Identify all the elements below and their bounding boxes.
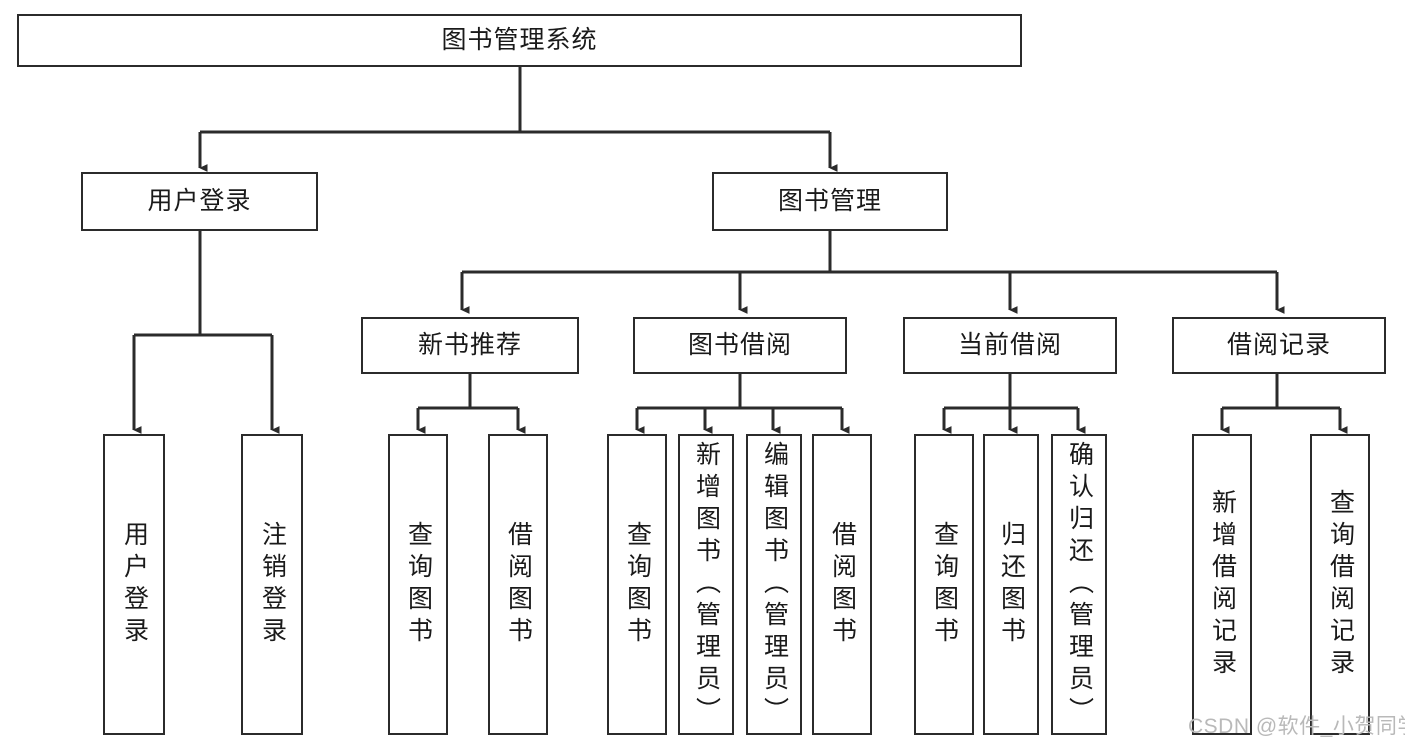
node-leaf-confirm-return-label: 确认归还（管理员）: [1065, 440, 1094, 729]
node-current-borrow[interactable]: 当前借阅: [903, 317, 1117, 374]
node-leaf-logout[interactable]: 注销登录: [241, 434, 303, 735]
node-leaf-add-book-label: 新增图书（管理员）: [692, 440, 721, 729]
node-book-borrow-label: 图书借阅: [687, 330, 792, 359]
node-root-label: 图书管理系统: [441, 25, 598, 54]
node-new-book-rec-label: 新书推荐: [417, 330, 522, 359]
node-new-book-rec[interactable]: 新书推荐: [361, 317, 579, 374]
node-leaf-query-record-label: 查询借阅记录: [1326, 488, 1355, 681]
node-leaf-add-record-label: 新增借阅记录: [1208, 488, 1237, 681]
node-leaf-query-book-3-label: 查询图书: [930, 520, 959, 649]
node-leaf-return-book-label: 归还图书: [997, 520, 1026, 649]
node-leaf-borrow-book-2[interactable]: 借阅图书: [812, 434, 872, 735]
node-leaf-edit-book-label: 编辑图书（管理员）: [760, 440, 789, 729]
node-leaf-confirm-return[interactable]: 确认归还（管理员）: [1051, 434, 1107, 735]
node-leaf-query-book-2-label: 查询图书: [623, 520, 652, 649]
node-root[interactable]: 图书管理系统: [17, 14, 1022, 67]
node-leaf-borrow-book-1-label: 借阅图书: [504, 520, 533, 649]
node-leaf-add-book[interactable]: 新增图书（管理员）: [678, 434, 734, 735]
node-leaf-user-login[interactable]: 用户登录: [103, 434, 165, 735]
node-leaf-borrow-book-2-label: 借阅图书: [828, 520, 857, 649]
csdn-watermark: CSDN @软件_小贺同学: [1188, 715, 1405, 738]
node-leaf-query-book-3[interactable]: 查询图书: [914, 434, 974, 735]
node-user-login[interactable]: 用户登录: [81, 172, 318, 231]
node-user-login-label: 用户登录: [147, 186, 252, 215]
node-book-manage[interactable]: 图书管理: [712, 172, 948, 231]
node-leaf-add-record[interactable]: 新增借阅记录: [1192, 434, 1252, 735]
node-leaf-query-record[interactable]: 查询借阅记录: [1310, 434, 1370, 735]
node-leaf-return-book[interactable]: 归还图书: [983, 434, 1039, 735]
node-borrow-record[interactable]: 借阅记录: [1172, 317, 1386, 374]
node-leaf-edit-book[interactable]: 编辑图书（管理员）: [746, 434, 802, 735]
node-leaf-borrow-book-1[interactable]: 借阅图书: [488, 434, 548, 735]
node-leaf-query-book-1-label: 查询图书: [404, 520, 433, 649]
node-borrow-record-label: 借阅记录: [1226, 330, 1331, 359]
node-leaf-logout-label: 注销登录: [258, 520, 287, 649]
node-book-borrow[interactable]: 图书借阅: [633, 317, 847, 374]
node-leaf-query-book-2[interactable]: 查询图书: [607, 434, 667, 735]
node-current-borrow-label: 当前借阅: [957, 330, 1062, 359]
node-leaf-user-login-label: 用户登录: [120, 520, 149, 649]
node-book-manage-label: 图书管理: [777, 186, 882, 215]
node-leaf-query-book-1[interactable]: 查询图书: [388, 434, 448, 735]
